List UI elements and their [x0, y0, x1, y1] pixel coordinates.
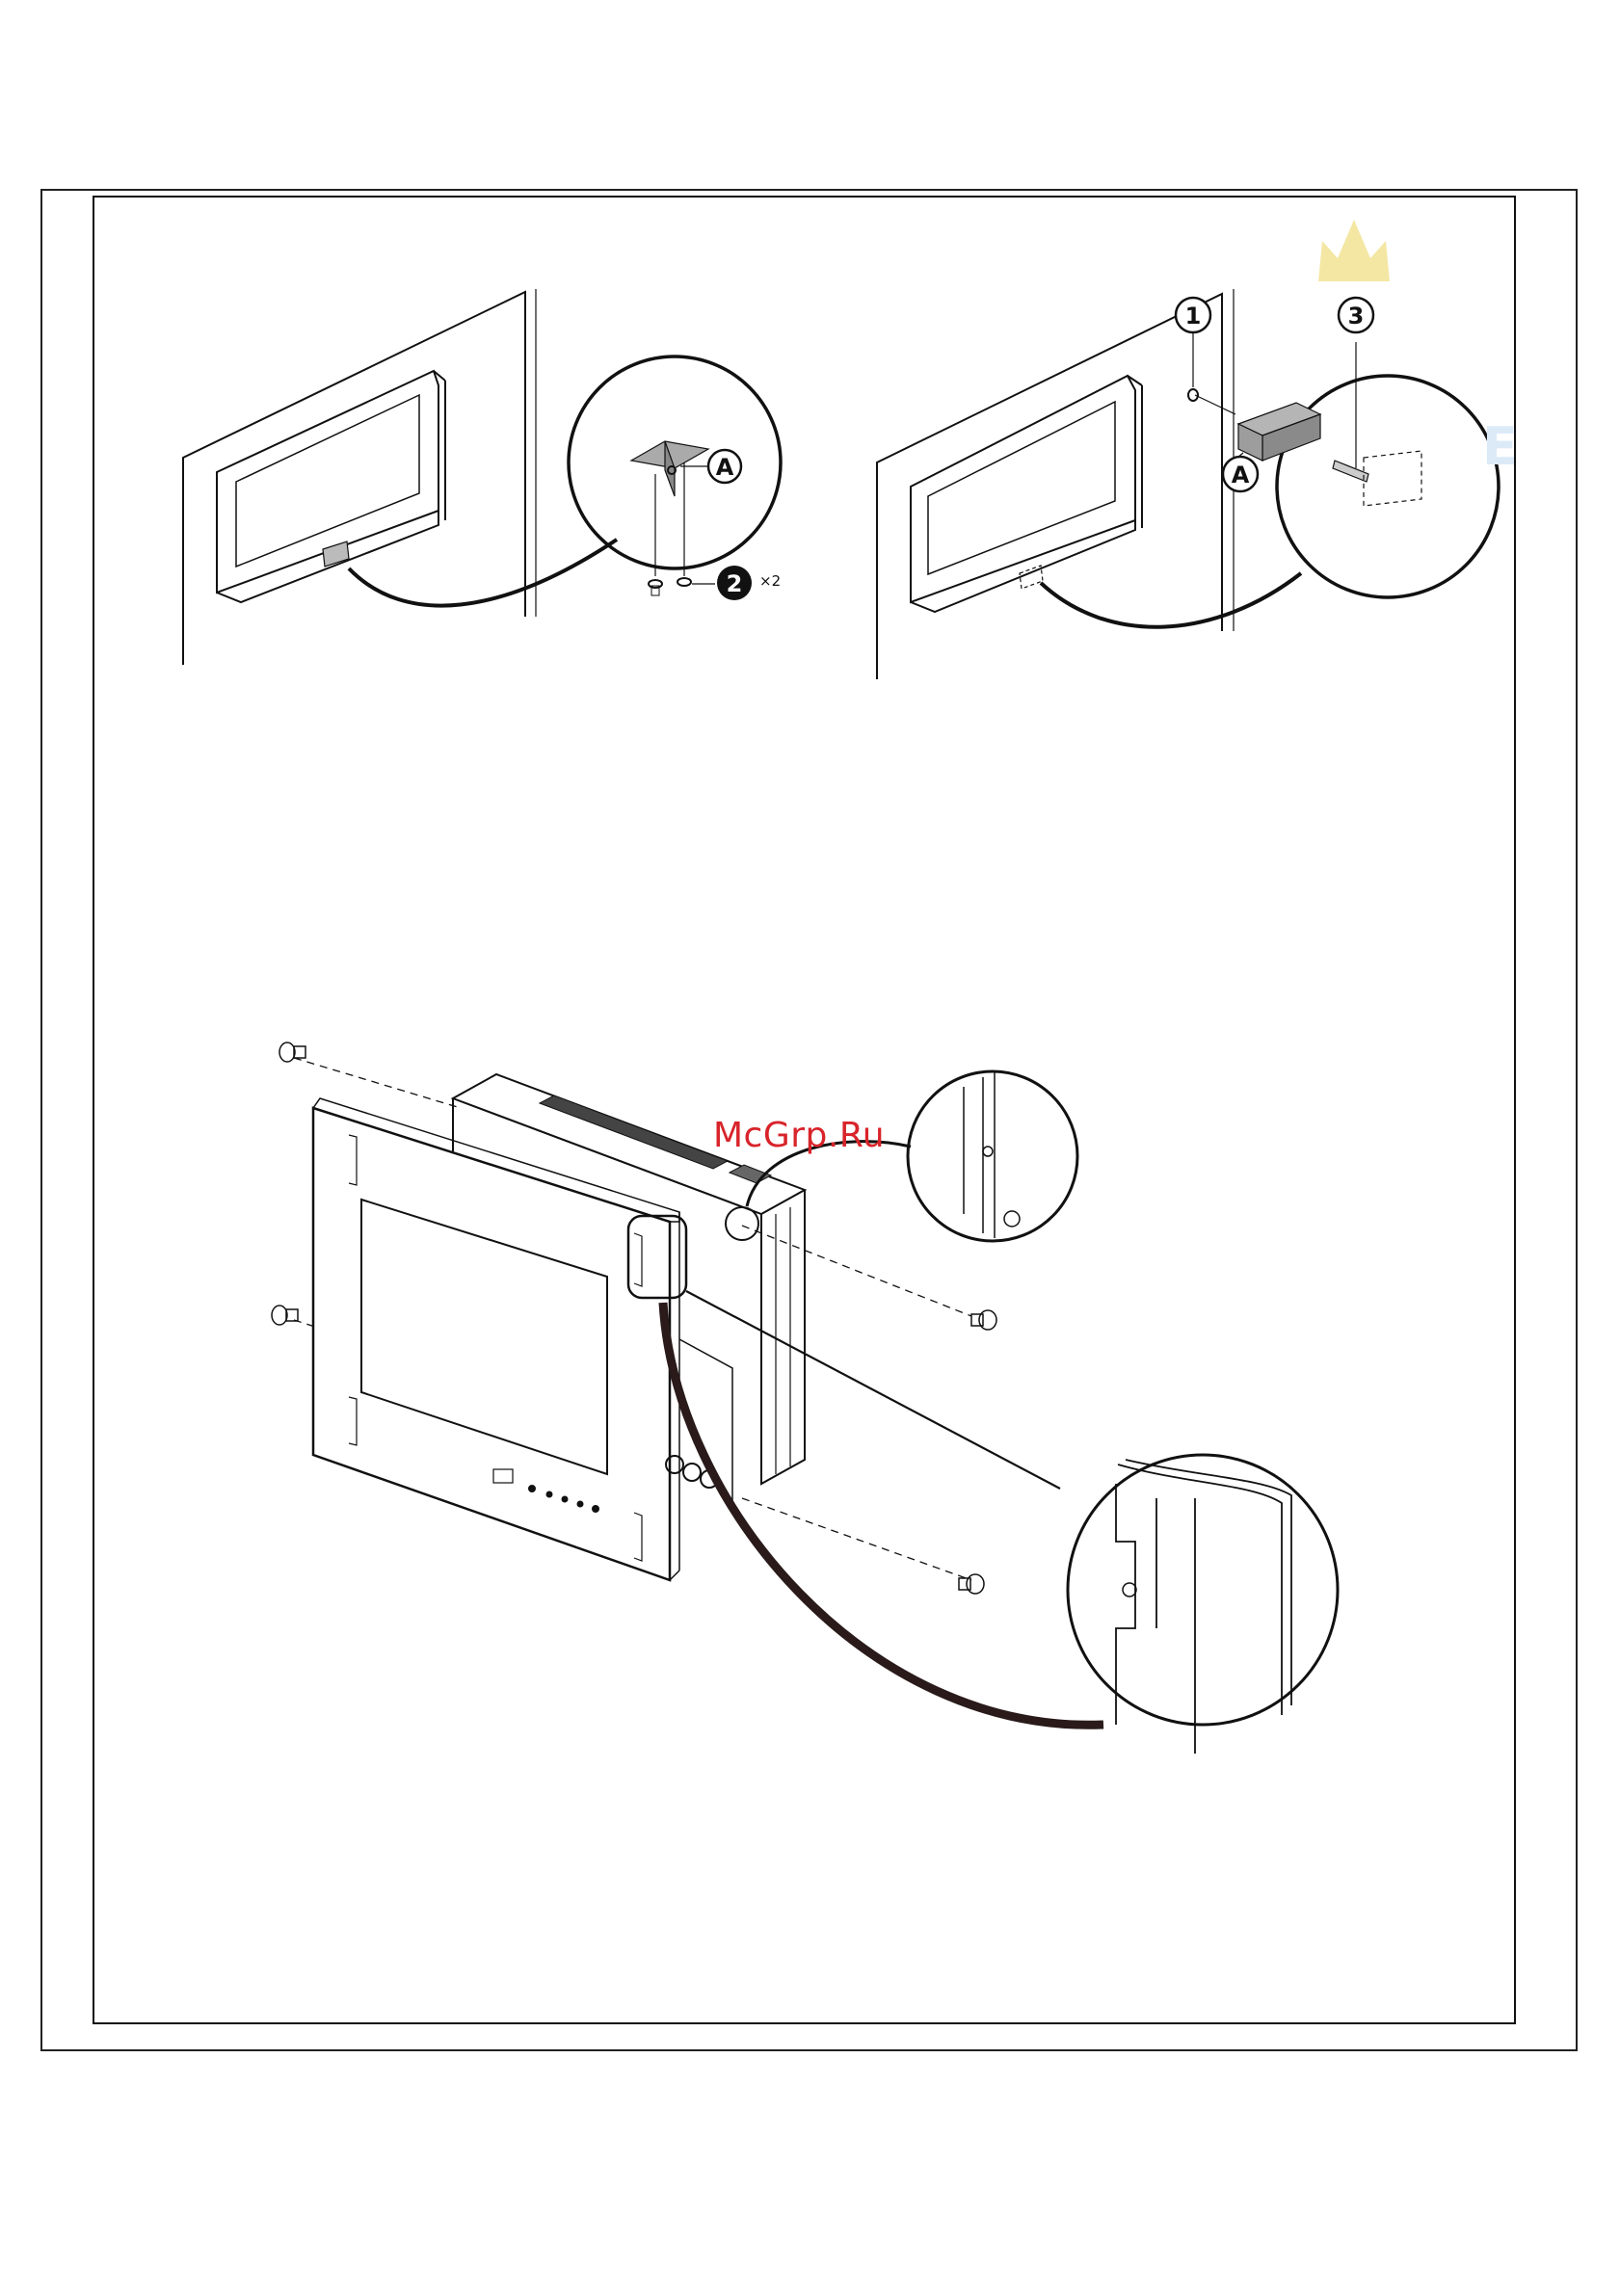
- callout-2-label: 2: [727, 570, 743, 597]
- callout-3-fig2: 3: [1339, 298, 1373, 332]
- brand-logo: E: [1318, 220, 1518, 477]
- callout-1-label: 1: [1185, 303, 1202, 330]
- quantity-label: ×2: [759, 572, 781, 590]
- logo-partial-text: E: [1482, 416, 1518, 477]
- callout-1-fig2: 1: [1176, 298, 1210, 332]
- watermark: McGrp.Ru: [713, 1116, 885, 1155]
- callout-3-label: 3: [1348, 303, 1365, 330]
- callout-a2-label: A: [1232, 462, 1250, 488]
- callout-a-fig2: A: [1223, 457, 1258, 491]
- callout-2-fig1: 2: [717, 566, 752, 600]
- figure-bracket-wall-mount: [877, 289, 1499, 679]
- callout-a-label: A: [716, 454, 734, 481]
- figure-bracket-attach: [183, 289, 781, 665]
